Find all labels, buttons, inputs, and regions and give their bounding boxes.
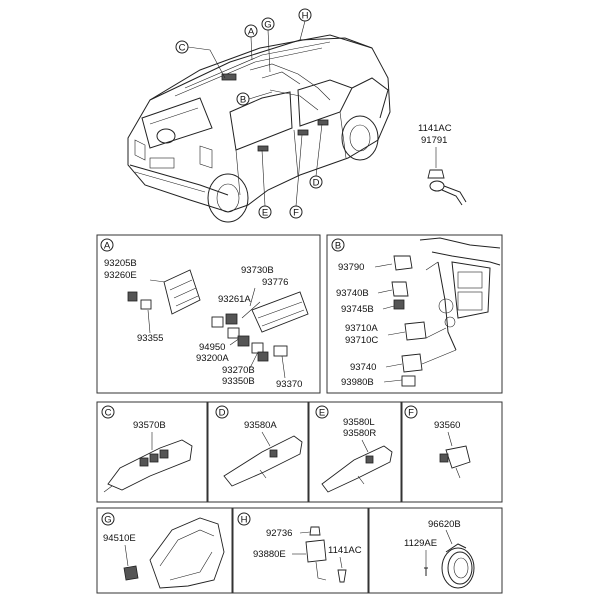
panel-g-letter: G xyxy=(104,515,111,526)
part-93270b: 93270B xyxy=(222,365,255,376)
part-93580a: 93580A xyxy=(244,420,277,431)
callout-g: G xyxy=(264,20,271,31)
part-1141ac-h: 1141AC xyxy=(328,545,362,556)
callout-e: E xyxy=(262,208,268,219)
part-93776: 93776 xyxy=(262,277,288,288)
part-93880e: 93880E xyxy=(253,549,286,560)
vehicle-overview: C A G H B D E F xyxy=(127,8,391,223)
part-93740b: 93740B xyxy=(336,288,369,299)
part-96620b: 96620B xyxy=(428,519,461,530)
part-93580r: 93580R xyxy=(343,428,376,439)
callout-f: F xyxy=(293,208,299,219)
ground-bolt: 1141AC 91791 xyxy=(418,123,467,206)
panel-h: H 92736 93880E 1141AC xyxy=(232,507,369,594)
part-1129ae: 1129AE xyxy=(404,538,437,549)
part-93570b: 93570B xyxy=(133,420,166,431)
panel-f-letter: F xyxy=(408,408,414,419)
panel-c-letter: C xyxy=(105,408,112,419)
part-93580l: 93580L xyxy=(343,417,375,428)
panel-h-letter: H xyxy=(241,515,248,526)
part-93740: 93740 xyxy=(350,362,376,373)
panel-e-letter: E xyxy=(319,408,325,419)
panel-i: 96620B 1129AE xyxy=(368,507,503,594)
part-94950: 94950 xyxy=(199,342,225,353)
part-94510e: 94510E xyxy=(103,533,136,544)
part-93560: 93560 xyxy=(434,420,460,431)
part-93200a: 93200A xyxy=(196,353,229,364)
panel-a-letter: A xyxy=(104,241,111,252)
panel-e: E 93580L 93580R xyxy=(308,401,402,503)
part-93710a: 93710A xyxy=(345,323,378,334)
callout-h: H xyxy=(302,11,309,22)
panel-d: D 93580A xyxy=(207,401,309,503)
panel-b-letter: B xyxy=(335,241,341,252)
part-93370: 93370 xyxy=(276,379,302,390)
part-93710c: 93710C xyxy=(345,335,378,346)
part-93730b: 93730B xyxy=(241,265,274,276)
part-93350b: 93350B xyxy=(222,376,255,387)
callout-a: A xyxy=(248,27,255,38)
callout-b: B xyxy=(240,95,246,106)
callout-d: D xyxy=(313,178,320,189)
panel-g: G 94510E xyxy=(96,507,233,594)
bolt-part-91791: 91791 xyxy=(421,135,447,146)
part-93790: 93790 xyxy=(338,262,364,273)
panel-a: A 93205B 93260E 93355 93730B 93776 93261… xyxy=(96,234,321,394)
bolt-part-1141ac: 1141AC xyxy=(418,123,452,134)
part-93260e: 93260E xyxy=(104,270,137,281)
part-93745b: 93745B xyxy=(341,304,374,315)
part-93355: 93355 xyxy=(137,333,163,344)
part-93980b: 93980B xyxy=(341,377,374,388)
panel-d-letter: D xyxy=(219,408,226,419)
callout-c: C xyxy=(179,43,186,54)
part-93205b: 93205B xyxy=(104,258,137,269)
part-93261a: 93261A xyxy=(218,294,251,305)
part-92736: 92736 xyxy=(266,528,292,539)
panel-c: C 93570B xyxy=(96,401,208,503)
panel-b: B 93790 93740B 93745B 93710A 93710C 9374… xyxy=(326,234,503,394)
panel-f: F 93560 xyxy=(401,401,503,503)
